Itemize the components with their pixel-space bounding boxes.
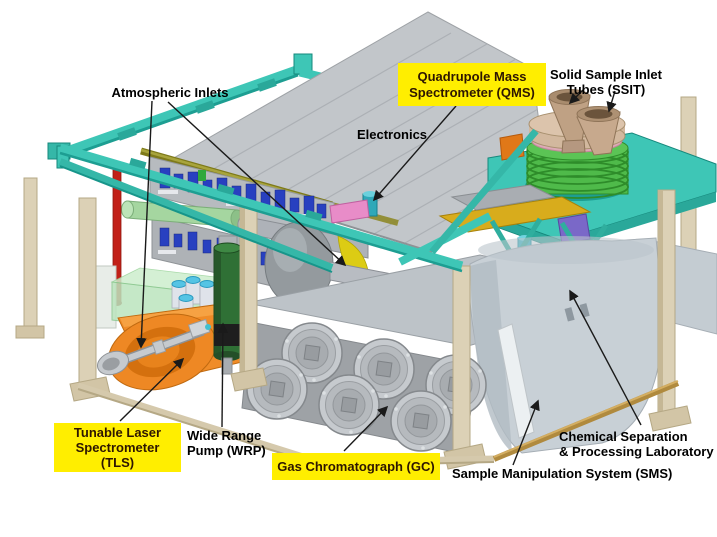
sms-drum xyxy=(469,236,717,454)
label-qms: Quadrupole Mass Spectrometer (QMS) xyxy=(398,63,546,106)
top-frame-rails-front xyxy=(56,128,539,273)
leader-gc xyxy=(343,405,389,452)
leader-wrp xyxy=(217,322,229,428)
label-chem-sep: Chemical Separation & Processing Laborat… xyxy=(559,429,714,460)
label-ssit: Solid Sample Inlet Tubes (SSIT) xyxy=(550,67,662,98)
label-atmospheric-inlets: Atmospheric Inlets xyxy=(111,85,229,100)
leader-atmospheric-inlets-2 xyxy=(167,101,347,267)
label-sms: Sample Manipulation System (SMS) xyxy=(452,466,673,481)
leader-ssit-1 xyxy=(568,88,585,105)
leader-lines xyxy=(119,88,642,466)
label-wrp: Wide Range Pump (WRP) xyxy=(187,428,266,459)
tls-periscope xyxy=(97,318,211,376)
leader-qms xyxy=(372,105,457,202)
leader-sms xyxy=(512,399,540,466)
label-gc: Gas Chromatograph (GC) xyxy=(272,453,440,480)
gc-canister-row-bottom xyxy=(246,358,452,452)
wrp-cylinder xyxy=(213,235,242,375)
leader-atmospheric-inlets-1 xyxy=(136,100,153,349)
leader-chem-sep xyxy=(569,289,642,426)
leader-ssit-2 xyxy=(606,90,617,113)
label-electronics: Electronics xyxy=(356,127,428,142)
leader-tls xyxy=(119,357,185,422)
label-tls: Tunable Laser Spectrometer (TLS) xyxy=(54,423,181,472)
